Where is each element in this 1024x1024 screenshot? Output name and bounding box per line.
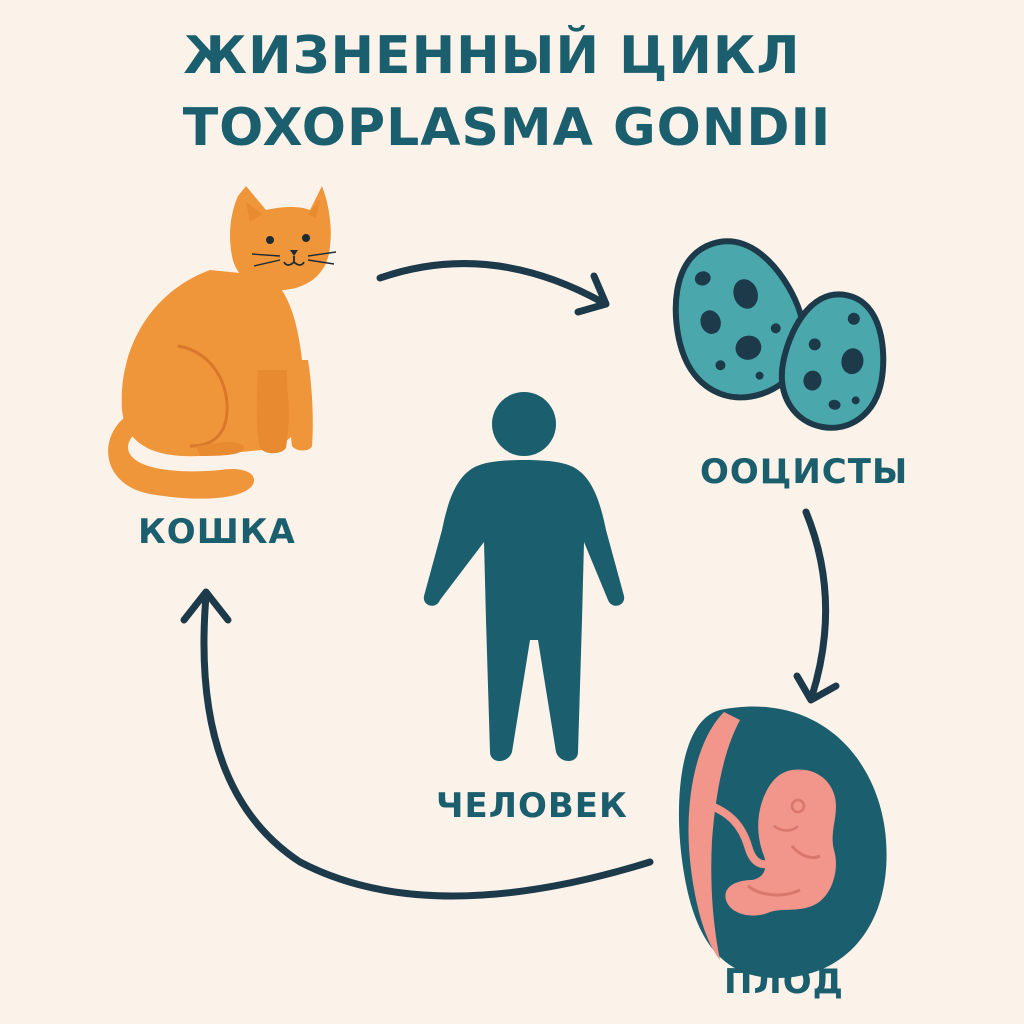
oocyst-icon bbox=[672, 238, 887, 431]
arrow-fetus-to-cat bbox=[180, 588, 654, 900]
human-icon bbox=[423, 392, 625, 761]
node-label-human: ЧЕЛОВЕК bbox=[436, 786, 628, 826]
arrow-cat-to-oocysts bbox=[376, 260, 610, 316]
node-label-cat: КОШКА bbox=[138, 512, 296, 552]
fetus-icon bbox=[678, 706, 887, 979]
title-line-1: ЖИЗНЕННЫЙ ЦИКЛ bbox=[183, 26, 801, 86]
node-label-fetus: ПЛОД bbox=[724, 962, 844, 1002]
arrow-oocysts-to-fetus bbox=[793, 508, 840, 704]
title-line-2: TOXOPLASMA GONDII bbox=[182, 98, 832, 158]
page-title: ЖИЗНЕННЫЙ ЦИКЛ TOXOPLASMA GONDII bbox=[0, 20, 1024, 164]
node-label-oocysts: ООЦИСТЫ bbox=[700, 452, 909, 492]
cat-icon bbox=[108, 186, 337, 499]
